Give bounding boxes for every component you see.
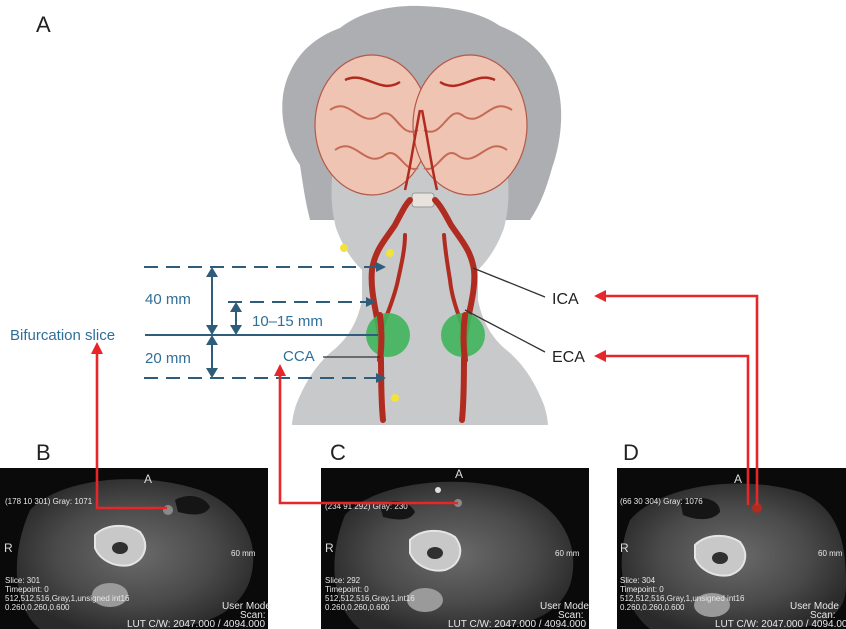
image-dims: 512,512,516,Gray,1,unsigned int16 <box>5 594 130 603</box>
orientation-right: R <box>620 541 629 555</box>
yellow-marker <box>386 249 394 257</box>
label-10-15mm: 10–15 mm <box>252 313 323 330</box>
image-dims: 512,512,516,Gray,1,int16 <box>325 594 415 603</box>
image-dims: 512,512,516,Gray,1,unsigned int16 <box>620 594 745 603</box>
voxel-spacing: 0.260,0.260,0.600 <box>5 603 70 612</box>
yellow-marker <box>391 394 399 402</box>
panel-label-a: A <box>36 12 51 37</box>
label-40mm: 40 mm <box>145 291 191 308</box>
timepoint: Timepoint: 0 <box>620 585 664 594</box>
label-bifurcation-slice: Bifurcation slice <box>10 327 115 344</box>
yellow-marker <box>340 244 348 252</box>
panel-label-c: C <box>330 440 346 465</box>
orientation-right: R <box>325 541 334 555</box>
label-eca: ECA <box>552 349 585 366</box>
orientation-anterior: A <box>144 472 152 486</box>
lut-readout: LUT C/W: 2047.000 / 4094.000 <box>448 619 586 629</box>
slice-number: Slice: 292 <box>325 576 361 585</box>
voxel-spacing: 0.260,0.260,0.600 <box>620 603 685 612</box>
orientation-right: R <box>4 541 13 555</box>
scale-label: 60 mm <box>231 549 256 558</box>
orientation-anterior: A <box>734 472 742 486</box>
lut-readout: LUT C/W: 2047.000 / 4094.000 <box>127 619 265 629</box>
label-cca: CCA <box>283 348 315 365</box>
orientation-anterior: A <box>455 467 463 481</box>
slice-number: Slice: 304 <box>620 576 656 585</box>
head-illustration <box>282 6 561 425</box>
scale-label: 60 mm <box>555 549 580 558</box>
lut-readout: LUT C/W: 2047.000 / 4094.000 <box>715 619 846 629</box>
panel-label-d: D <box>623 440 639 465</box>
label-ica: ICA <box>552 291 579 308</box>
label-20mm: 20 mm <box>145 350 191 367</box>
timepoint: Timepoint: 0 <box>5 585 49 594</box>
scale-label: 60 mm <box>818 549 843 558</box>
voxel-spacing: 0.260,0.260,0.600 <box>325 603 390 612</box>
timepoint: Timepoint: 0 <box>325 585 369 594</box>
panel-label-b: B <box>36 440 51 465</box>
voxel-readout: (66 30 304) Gray: 1076 <box>620 497 703 506</box>
slice-number: Slice: 301 <box>5 576 41 585</box>
voxel-readout: (178 10 301) Gray: 1071 <box>5 497 93 506</box>
